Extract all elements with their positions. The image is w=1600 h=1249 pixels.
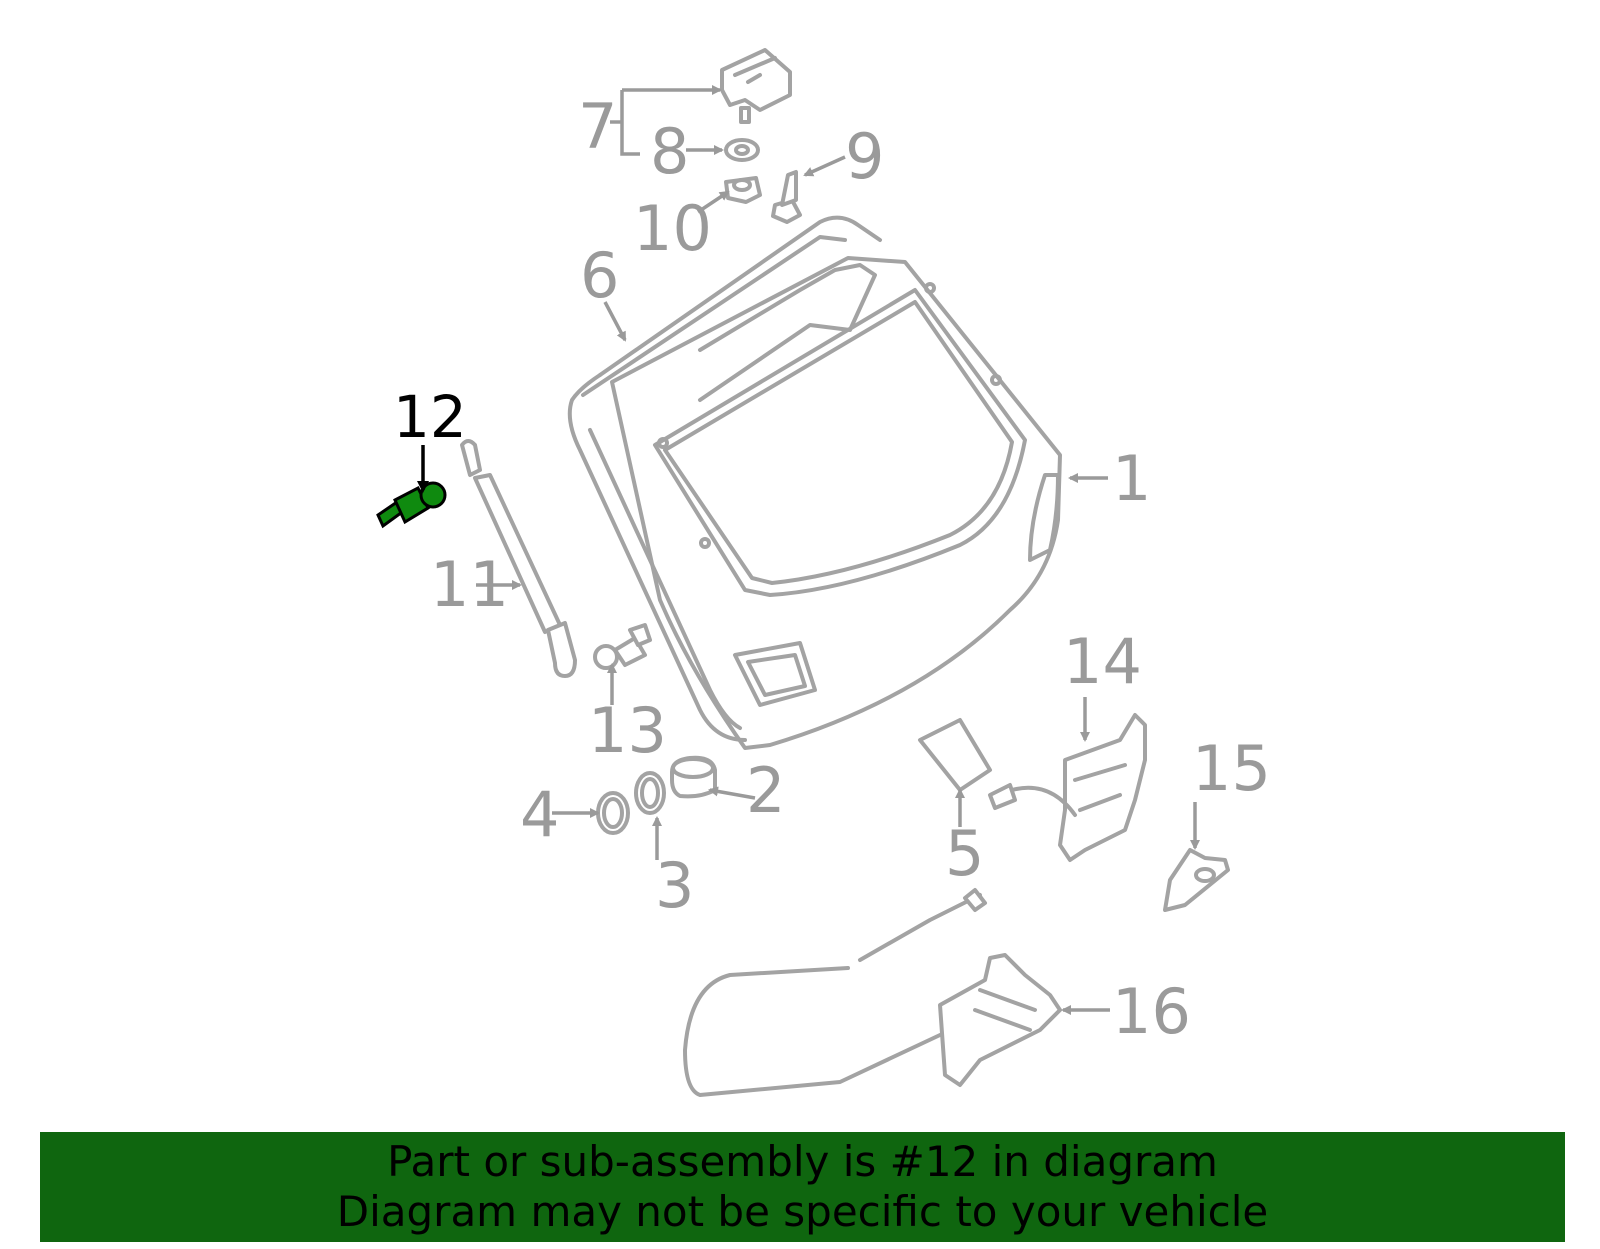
info-banner: Part or sub-assembly is #12 in diagram D… (40, 1132, 1565, 1242)
bumper-part (670, 755, 717, 799)
callout-13: 13 (588, 694, 667, 767)
pad-part (918, 718, 992, 792)
bolt-part (771, 170, 802, 224)
callout-1: 1 (1112, 442, 1151, 515)
callout-8: 8 (650, 115, 689, 188)
weatherstrip-part (567, 215, 882, 742)
callout-10: 10 (633, 192, 712, 265)
handle-cable-part (683, 888, 1062, 1097)
callout-4: 4 (520, 778, 559, 851)
callout-16: 16 (1112, 975, 1191, 1048)
callout-6: 6 (580, 239, 619, 312)
latch-part (988, 713, 1147, 862)
callout-11: 11 (430, 548, 509, 621)
callout-7: 7 (578, 90, 617, 163)
liftgate-part (610, 256, 1062, 750)
ball-stud-part-highlighted (376, 481, 447, 529)
leader-lines (417, 85, 1200, 1015)
callout-3: 3 (655, 849, 694, 922)
callout-14: 14 (1063, 625, 1142, 698)
ball-stud-part (593, 623, 652, 670)
nut-part (724, 176, 762, 204)
hinge-part (720, 48, 792, 124)
washer-part (724, 138, 760, 162)
striker-part (1163, 848, 1230, 912)
callout-9: 9 (845, 120, 884, 193)
callout-5: 5 (945, 817, 984, 890)
callout-12-highlighted: 12 (393, 383, 467, 451)
banner-line-part-number: Part or sub-assembly is #12 in diagram (387, 1137, 1218, 1186)
banner-line-disclaimer: Diagram may not be specific to your vehi… (336, 1187, 1269, 1236)
callout-15: 15 (1192, 732, 1271, 805)
callout-2: 2 (746, 754, 785, 827)
